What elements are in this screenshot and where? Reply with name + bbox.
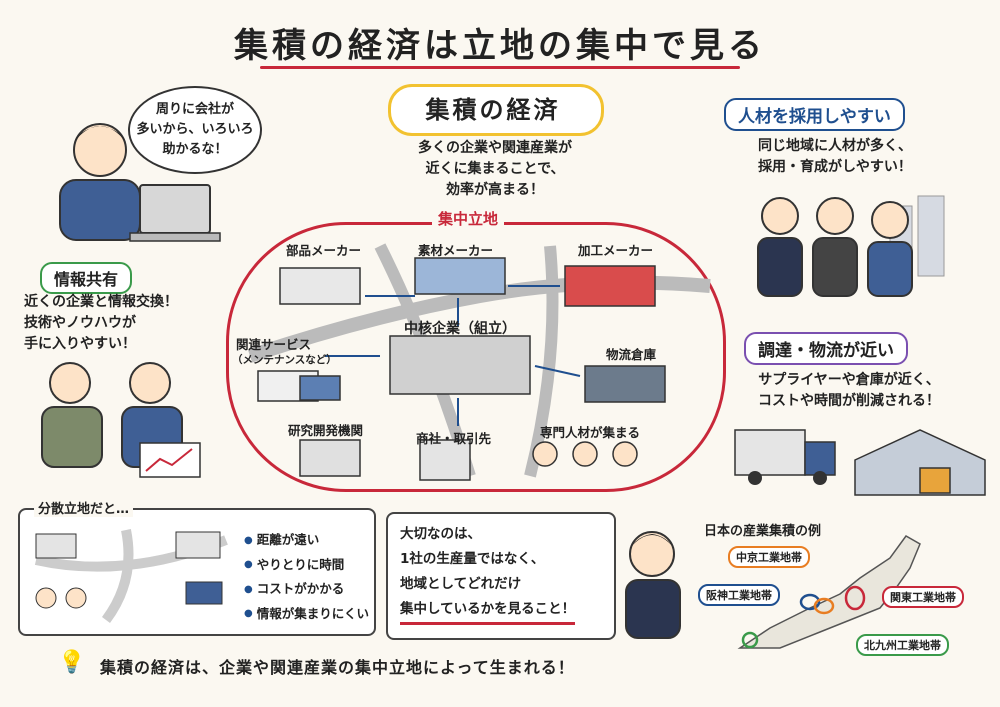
research-label: 研究開発機関 <box>288 423 364 438</box>
important-line-1: 大切なのは、 <box>400 526 481 542</box>
cluster-label: 集中立地 <box>432 208 505 229</box>
dispersed-bullet-2: やりとりに時間 <box>244 553 369 578</box>
recruit-heading: 人材を採用しやすい <box>724 98 905 131</box>
info-share-line-2: 技術やノウハウが <box>24 315 136 331</box>
core-company-label: 中核企業（組立） <box>404 321 516 337</box>
procurement-heading: 調達・物流が近い <box>744 332 908 365</box>
japan-map-heading: 日本の産業集積の例 <box>704 524 822 539</box>
page-title: 集積の経済は立地の集中で見る <box>234 26 766 66</box>
center-line-2: 近くに集まることで、 <box>425 161 565 177</box>
speech-bubble: 周りに会社が 多いから、いろいろ 助かるな！ <box>128 86 262 174</box>
logistics-warehouse-label: 物流倉庫 <box>606 347 657 362</box>
material-maker-label: 素材メーカー <box>418 243 494 258</box>
recruit-line-1: 同じ地域に人材が多く、 <box>758 138 912 154</box>
info-share-line-1: 近くの企業と情報交換！ <box>24 294 178 310</box>
dispersed-bullet-4: 情報が集まりにくい <box>244 602 369 627</box>
center-line-3: 効率が高まる！ <box>446 182 544 198</box>
trading-label: 商社・取引先 <box>416 431 492 446</box>
center-heading: 集積の経済 <box>425 96 561 124</box>
chukyo-label: 中京工業地帯 <box>728 546 810 568</box>
dispersed-illustration <box>34 529 228 623</box>
talent-label: 専門人材が集まる <box>540 425 641 440</box>
important-note-panel <box>386 512 616 640</box>
title-underline <box>260 66 740 69</box>
kanto-label: 関東工業地帯 <box>882 586 964 608</box>
dispersed-heading: 分散立地だと… <box>34 498 134 517</box>
three-people-illustration <box>757 195 945 297</box>
cluster-map <box>247 243 711 481</box>
hanshin-label: 阪神工業地帯 <box>698 584 780 606</box>
related-service-sub-label: （メンテナンスなど） <box>232 354 337 366</box>
important-line-2: 1社の生産量ではなく、 <box>400 551 545 567</box>
processing-maker-label: 加工メーカー <box>578 243 654 258</box>
center-line-1: 多くの企業や関連産業が <box>418 140 572 156</box>
procurement-line-2: コストや時間が削減される！ <box>758 393 940 409</box>
info-share-line-3: 手に入りやすい！ <box>24 336 136 352</box>
important-note-text: 大切なのは、 1社の生産量ではなく、 地域としてどれだけ 集中しているかを見るこ… <box>400 522 576 625</box>
important-line-3: 地域としてどれだけ <box>400 576 522 592</box>
lightbulb-icon: 💡 <box>58 650 86 675</box>
two-workers-illustration <box>41 362 201 478</box>
footer-text: 集積の経済は、企業や関連産業の集中立地によって生まれる！ <box>100 658 575 677</box>
dispersed-bullets: 距離が遠い やりとりに時間 コストがかかる 情報が集まりにくい <box>244 528 369 626</box>
info-share-text: 近くの企業と情報交換！ 技術やノウハウが 手に入りやすい！ <box>24 292 224 355</box>
info-share-heading: 情報共有 <box>40 262 133 294</box>
presenter-illustration <box>625 531 681 639</box>
recruit-text: 同じ地域に人材が多く、 採用・育成がしやすい！ <box>720 136 950 178</box>
worker-laptop-illustration <box>59 123 221 242</box>
recruit-line-2: 採用・育成がしやすい！ <box>758 159 912 175</box>
center-text: 多くの企業や関連産業が 近くに集まることで、 効率が高まる！ <box>360 138 630 201</box>
procurement-line-1: サプライヤーや倉庫が近く、 <box>758 372 940 388</box>
truck-warehouse-illustration <box>734 429 986 496</box>
kitakyushu-label: 北九州工業地帯 <box>856 634 949 656</box>
dispersed-bullet-3: コストがかかる <box>244 577 369 602</box>
dispersed-bullet-1: 距離が遠い <box>244 528 369 553</box>
parts-maker-label: 部品メーカー <box>286 243 362 258</box>
procurement-text: サプライヤーや倉庫が近く、 コストや時間が削減される！ <box>724 370 974 412</box>
related-service-label: 関連サービス <box>236 337 312 352</box>
important-line-4: 集中しているかを見ること！ <box>400 597 576 625</box>
